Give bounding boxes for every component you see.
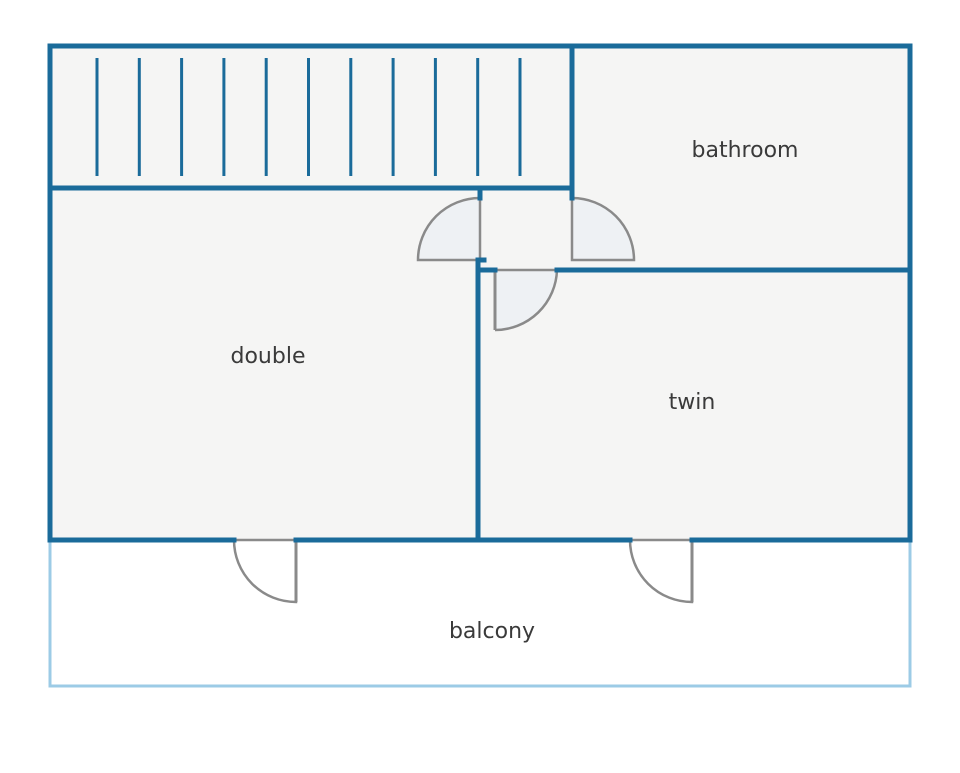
balcony-area <box>48 538 912 688</box>
balcony-label: balcony <box>449 619 535 644</box>
walls <box>47 43 913 543</box>
stairwell-floor <box>50 46 572 188</box>
twin-label: twin <box>669 390 716 415</box>
landing-floor <box>478 188 572 270</box>
door-twin-balcony[interactable] <box>628 538 694 604</box>
double-floor <box>50 188 478 540</box>
double-label: double <box>231 344 306 369</box>
twin-floor <box>478 270 910 540</box>
door-double-balcony[interactable] <box>232 538 298 604</box>
bathroom-label: bathroom <box>692 138 799 163</box>
staircase <box>95 58 522 176</box>
door-bathroom-landing[interactable] <box>570 196 636 262</box>
door-twin-landing[interactable] <box>493 268 559 332</box>
